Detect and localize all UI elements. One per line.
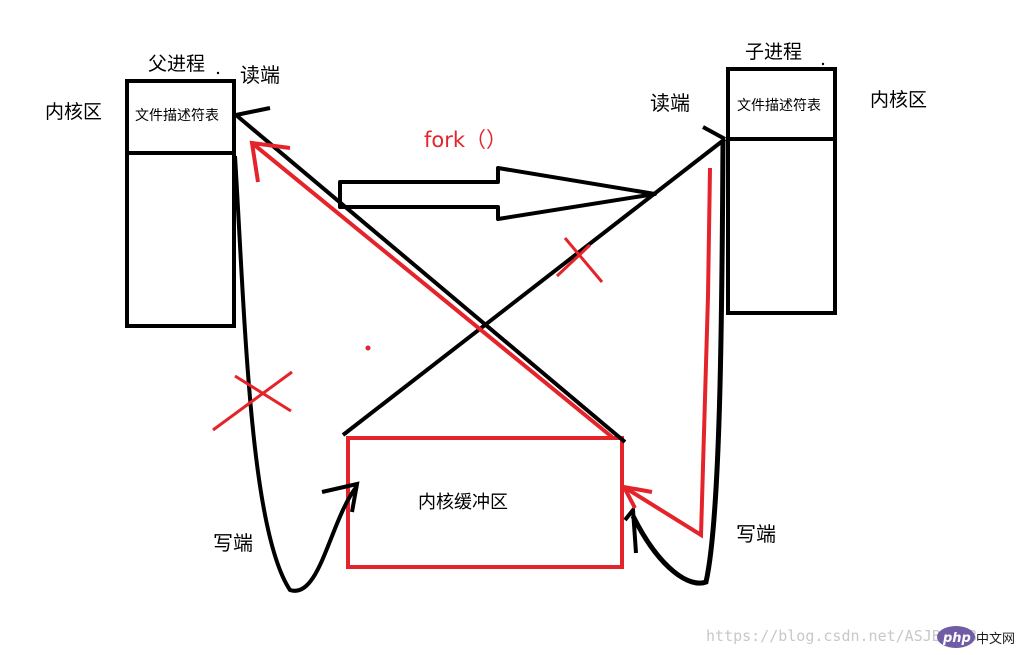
- parent-kernel-area-label: 内核区: [45, 101, 102, 123]
- child-process-title: 子进程: [745, 41, 802, 63]
- watermark-url: https://blog.csdn.net/ASJBFJSB: [706, 627, 977, 645]
- child-read-line: [341, 125, 727, 437]
- child-write-curve-path: [630, 139, 726, 586]
- child-read-arrowhead: [702, 125, 726, 141]
- child-fd-table-label: 文件描述符表: [737, 98, 821, 114]
- fork-arrow: fork（）: [338, 128, 657, 221]
- red-parent-read-line: [249, 140, 614, 439]
- red-child-write-path: [622, 167, 712, 539]
- red-child-write-arrowhead: [620, 484, 653, 509]
- php-logo-text: php: [942, 631, 971, 646]
- buffer-to-child-read-line: [341, 137, 727, 437]
- child-write-arrowhead: [623, 504, 638, 554]
- child-process-box: [726, 137, 837, 315]
- fork-label: fork（）: [424, 128, 507, 152]
- red-parent-read-arrowhead: [249, 140, 291, 183]
- parent-process-title: 父进程: [148, 53, 205, 75]
- kernel-buffer: 内核缓冲区: [346, 436, 624, 569]
- parent-read-line: [234, 106, 627, 444]
- parent-write-end-label: 写端: [213, 531, 253, 555]
- cross-mark-parent-write: [212, 370, 293, 432]
- child-kernel-area-label: 内核区: [870, 89, 927, 111]
- parent-process-box: [125, 151, 236, 328]
- fork-arrow-shape: [338, 166, 657, 221]
- red-child-write-line: [620, 167, 712, 539]
- red-buffer-to-parent-read-line: [250, 141, 614, 439]
- parent-process: 父进程 内核区 文件描述符表 读端 写端: [45, 53, 280, 555]
- kernel-buffer-label: 内核缓冲区: [418, 492, 508, 513]
- parent-write-arrowhead: [321, 481, 360, 513]
- child-write-end-label: 写端: [736, 522, 776, 546]
- parent-fd-table-label: 文件描述符表: [135, 108, 219, 124]
- stray-dot-black-1: [216, 71, 220, 75]
- parent-read-end-label: 读端: [240, 63, 280, 87]
- child-write-curve: [623, 139, 726, 586]
- parent-write-curve-path: [233, 155, 359, 593]
- parent-read-arrowhead: [235, 106, 271, 117]
- php-logo-icon: [937, 626, 975, 648]
- buffer-to-parent-read-line: [234, 113, 627, 444]
- stray-dot-red: [365, 345, 371, 351]
- stray-dot-black-2: [821, 62, 825, 66]
- child-process: 子进程 内核区 文件描述符表 读端 写端: [650, 41, 927, 546]
- watermark: https://blog.csdn.net/ASJBFJSB php 中文网: [706, 626, 1015, 648]
- parent-write-curve: [233, 155, 360, 593]
- child-read-end-label: 读端: [650, 91, 690, 115]
- php-cn-logo-text: 中文网: [976, 632, 1015, 647]
- cross-mark-child-read: [555, 237, 604, 283]
